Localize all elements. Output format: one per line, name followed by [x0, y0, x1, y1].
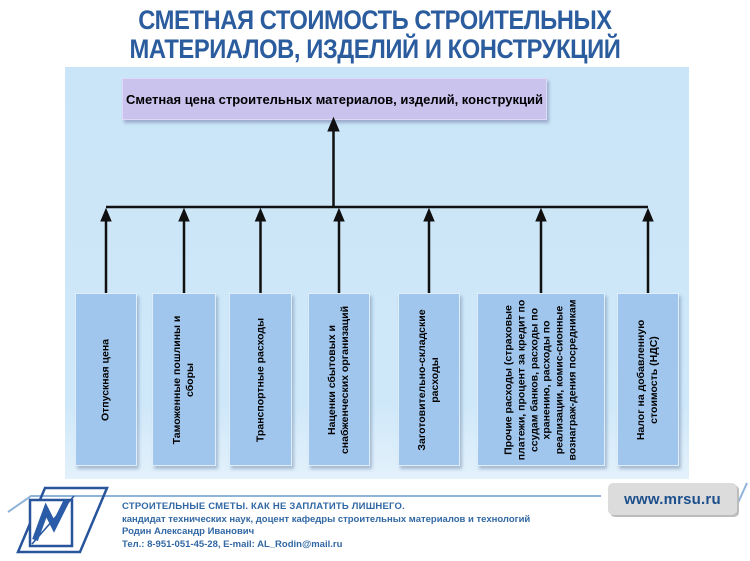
component-box-nds: Налог на добавленную стоимость (НДС)	[617, 293, 679, 466]
component-box-zagotovitelno-skladskie: Заготовительно-складские расходы	[398, 293, 460, 466]
component-box-prochie-rashody: Прочие расходы (страховые платежи, проце…	[477, 293, 605, 466]
diagram-panel: Сметная цена строительных материалов, из…	[65, 67, 689, 479]
website-url: www.mrsu.ru	[624, 490, 721, 508]
component-label: Транспортные расходы	[254, 317, 267, 442]
footer-author-contacts: Тел.: 8-951-051-45-28, E-mail: AL_Rodin@…	[122, 538, 343, 550]
footer-course-title: СТРОИТЕЛЬНЫЕ СМЕТЫ. КАК НЕ ЗАПЛАТИТЬ ЛИШ…	[122, 501, 405, 512]
root-box-label: Сметная цена строительных материалов, из…	[125, 91, 544, 107]
connector-lines	[100, 116, 654, 293]
root-box: Сметная цена строительных материалов, из…	[122, 78, 547, 120]
university-logo	[16, 486, 109, 554]
component-label: Отпускная цена	[99, 338, 112, 421]
component-box-tamozhennye-poshliny: Таможенные пошлины и сборы	[152, 293, 216, 466]
component-label: Наценки сбытовых и снабженческих организ…	[326, 305, 351, 454]
footer-author-name: Родин Александр Иванович	[122, 526, 255, 537]
slide-title: СМЕТНАЯ СТОИМОСТЬ СТРОИТЕЛЬНЫХ МАТЕРИАЛО…	[0, 6, 750, 64]
component-box-transportnye-rashody: Транспортные расходы	[229, 293, 292, 466]
component-label: Таможенные пошлины и сборы	[171, 315, 196, 444]
component-label: Прочие расходы (страховые платежи, проце…	[502, 299, 579, 460]
slide-title-line1: СМЕТНАЯ СТОИМОСТЬ СТРОИТЕЛЬНЫХ	[138, 5, 612, 35]
component-box-nacenki: Наценки сбытовых и снабженческих организ…	[308, 293, 370, 466]
website-badge[interactable]: www.mrsu.ru	[608, 483, 737, 515]
component-box-otpusknaya-cena: Отпускная цена	[75, 293, 137, 466]
footer-credits: СТРОИТЕЛЬНЫЕ СМЕТЫ. КАК НЕ ЗАПЛАТИТЬ ЛИШ…	[122, 501, 592, 551]
component-label: Налог на добавленную стоимость (НДС)	[635, 319, 660, 440]
component-label: Заготовительно-складские расходы	[416, 308, 441, 451]
footer-author-degree: кандидат технических наук, доцент кафедр…	[122, 513, 531, 525]
slide-title-line2: МАТЕРИАЛОВ, ИЗДЕЛИЙ И КОНСТРУКЦИЙ	[129, 34, 621, 64]
